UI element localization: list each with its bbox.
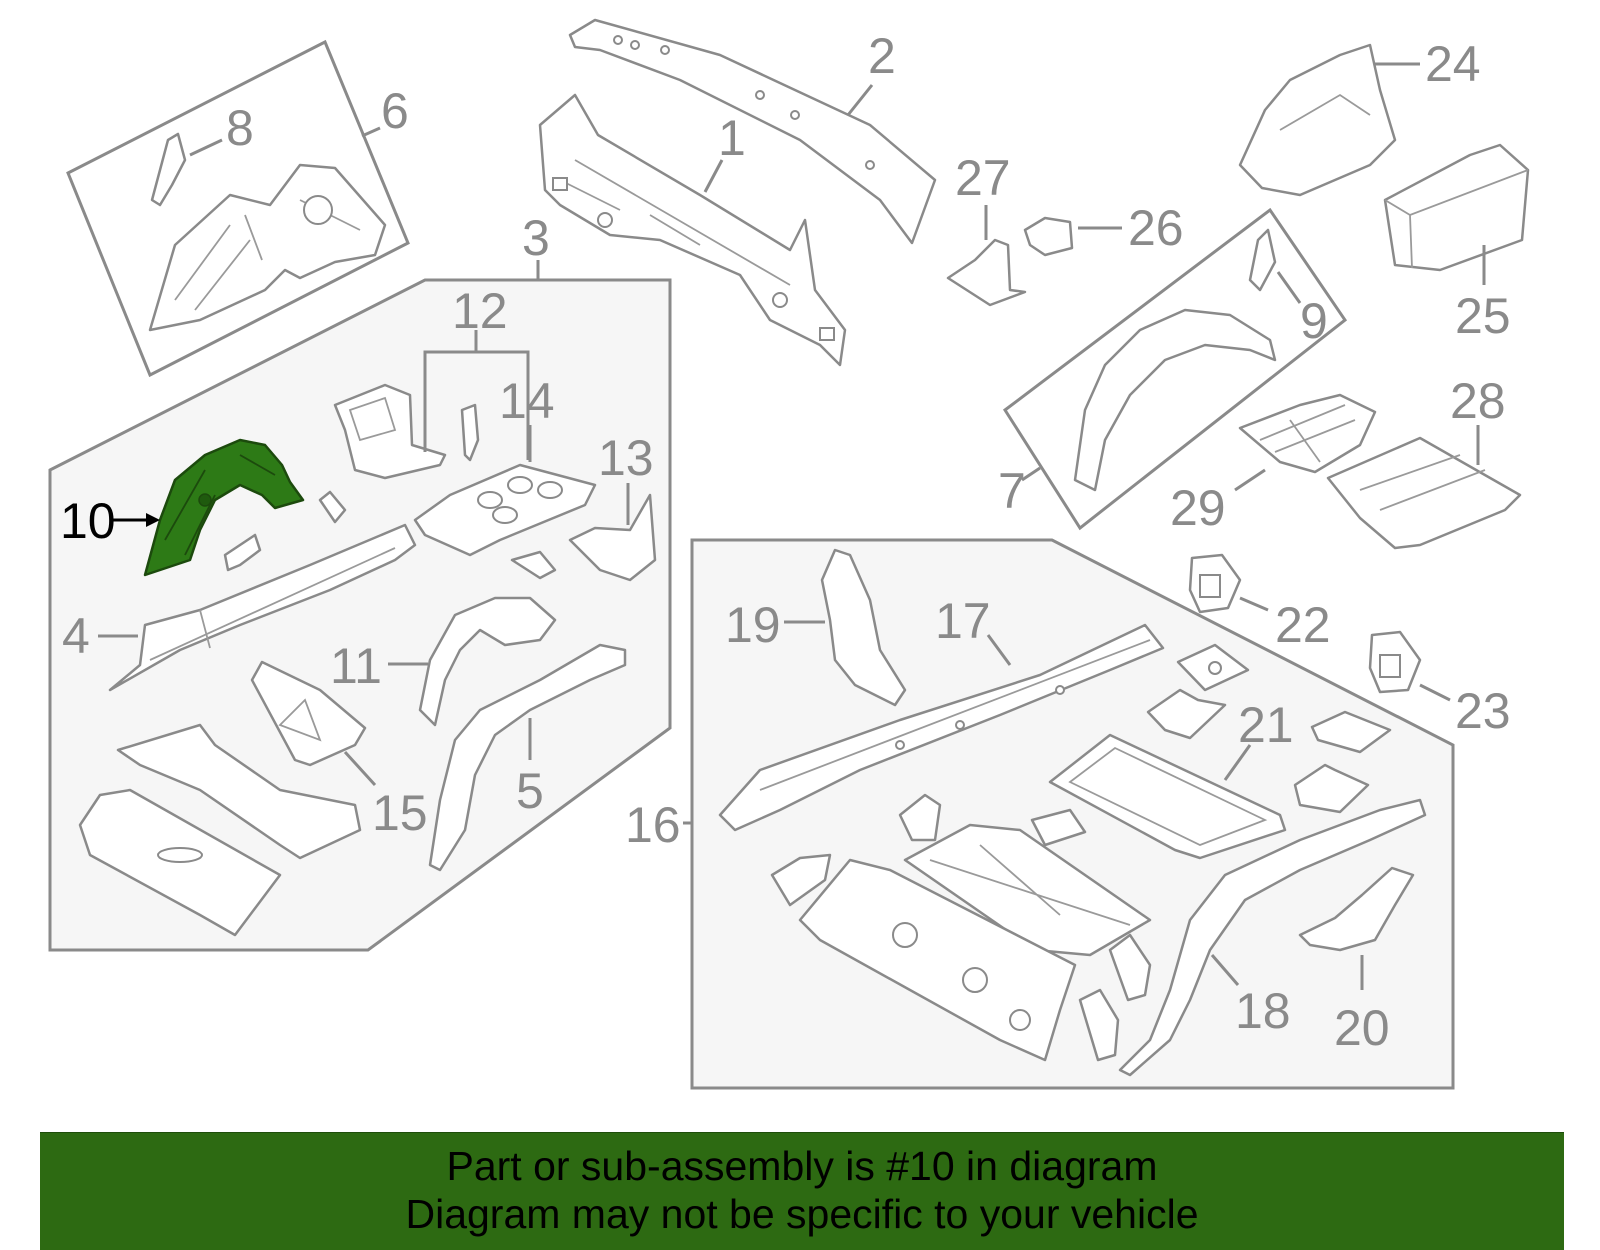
callout-26: 26 [1128,200,1184,256]
callout-8: 8 [226,100,254,156]
part-23[interactable] [1368,630,1422,694]
part-bracket-16g[interactable] [770,853,832,907]
callout-6: 6 [381,83,409,139]
leader-7 [1021,466,1041,482]
part-12-small[interactable] [460,403,480,462]
part-25[interactable] [1383,143,1530,272]
leader-18 [1210,954,1240,986]
leader-22 [1239,596,1269,612]
part-10-highlighted[interactable] [143,438,305,577]
callout-3: 3 [522,210,550,266]
part-bracket-16e[interactable] [1030,808,1087,847]
callout-13: 13 [598,430,654,486]
callout-2: 2 [868,28,896,84]
part-clip-small[interactable] [318,490,347,524]
part-21[interactable] [1048,733,1287,860]
part-1[interactable] [538,93,847,367]
callout-21: 21 [1238,697,1294,753]
part-bracket-16i[interactable] [1078,988,1120,1062]
part-9[interactable] [1248,228,1277,292]
banner-line-2: Diagram may not be specific to your vehi… [405,1191,1199,1237]
callout-27: 27 [955,150,1011,206]
part-26[interactable] [1023,216,1074,257]
leader-1 [703,159,724,193]
arrowhead-10 [146,513,160,527]
part-22[interactable] [1188,553,1242,614]
part-floor-lower[interactable] [78,788,282,937]
info-banner: Part or sub-assembly is #10 in diagram D… [40,1132,1564,1250]
callout-9: 9 [1300,293,1328,349]
callout-1: 1 [718,110,746,166]
part-bracket-16b[interactable] [1146,688,1227,740]
part-5[interactable] [428,643,627,872]
part-17[interactable] [718,623,1165,832]
callout-12: 12 [452,283,508,339]
callout-23: 23 [1455,683,1511,739]
leader-29 [1234,468,1266,492]
callout-15: 15 [372,785,428,841]
callout-10: 10 [60,493,116,549]
leader-6 [361,126,381,138]
callout-29: 29 [1170,480,1226,536]
callout-17: 17 [935,593,991,649]
part-28[interactable] [1326,436,1522,550]
callout-25: 25 [1455,288,1511,344]
callout-28: 28 [1450,373,1506,429]
callout-24: 24 [1425,36,1481,92]
callout-16: 16 [625,797,681,853]
part-8[interactable] [150,132,187,207]
callout-14: 14 [499,373,555,429]
leader-21 [1223,744,1252,781]
leader-2 [846,84,874,116]
part-6[interactable] [148,163,387,332]
part-2[interactable] [568,18,937,245]
leader-9 [1276,271,1302,304]
callout-4: 4 [62,608,90,664]
callout-5: 5 [516,763,544,819]
part-bracket-16d[interactable] [1293,763,1370,814]
part-20[interactable] [1298,866,1415,952]
callout-22: 22 [1275,597,1331,653]
callout-19: 19 [725,597,781,653]
part-rail-lower[interactable] [116,723,362,860]
part-13[interactable] [568,493,657,582]
part-24[interactable] [1238,43,1397,197]
part-12[interactable] [333,383,447,480]
leader-23 [1419,683,1451,702]
part-4[interactable] [108,523,417,692]
callout-7: 7 [998,463,1026,519]
callout-20: 20 [1334,1000,1390,1056]
part-rear-floor[interactable] [798,858,1077,1062]
leader-17 [986,634,1012,666]
part-bracket-16h[interactable] [1108,933,1152,1002]
part-14[interactable] [413,463,597,557]
part-bracket-small[interactable] [223,533,262,572]
part-18[interactable] [1118,798,1427,1077]
part-bracket-16f[interactable] [898,793,942,842]
callout-18: 18 [1235,983,1291,1039]
part-19[interactable] [820,548,907,707]
part-bracket-16a[interactable] [1176,643,1250,692]
part-clip-14[interactable] [510,550,557,580]
part-11[interactable] [418,596,557,727]
banner-line-1: Part or sub-assembly is #10 in diagram [446,1143,1158,1189]
part-bracket-16c[interactable] [1310,710,1392,754]
leader-15 [343,750,377,787]
callout-11: 11 [330,638,382,694]
part-29[interactable] [1238,393,1377,474]
part-15[interactable] [250,660,367,767]
leader-8 [189,138,223,157]
part-7[interactable] [1073,308,1277,492]
part-27[interactable] [946,238,1027,307]
